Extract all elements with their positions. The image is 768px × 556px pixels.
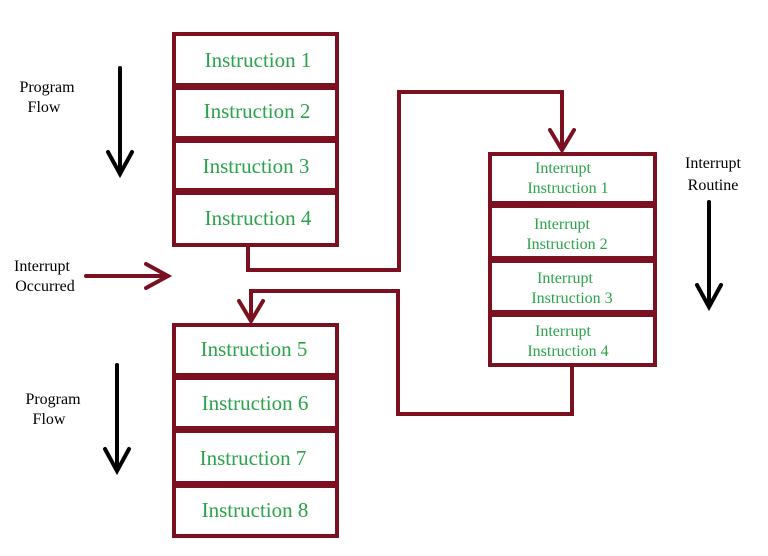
interrupt-routine-label: Interrupt Routine (685, 155, 742, 194)
interrupt-occurred-arrow (84, 262, 173, 290)
instruction-8: Instruction 8 (202, 498, 309, 522)
program-flow-bottom-label: Program Flow (25, 391, 81, 428)
interrupt-instruction-2-line-2: Instruction 2 (526, 236, 607, 253)
instruction-4: Instruction 4 (205, 206, 312, 230)
program-flow-top-arrow (106, 66, 134, 179)
return-from-interrupt-arrow (237, 289, 574, 416)
divider (174, 83, 337, 90)
divider (490, 310, 655, 317)
divider (490, 201, 655, 208)
interrupt-routine-arrow (695, 200, 723, 312)
interrupt-instruction-2-line-1: Interrupt (534, 216, 591, 233)
interrupt-instruction-3-line-1: Interrupt (537, 270, 594, 287)
main-block-bottom: Instruction 5 Instruction 6 Instruction … (172, 323, 339, 538)
interrupt-instruction-4-line-2: Instruction 4 (527, 343, 608, 360)
interrupt-block: Interrupt Instruction 1 Interrupt Instru… (488, 152, 657, 367)
divider (174, 188, 337, 195)
interrupt-instruction-3-line-2: Instruction 3 (531, 290, 612, 307)
divider (174, 136, 337, 143)
interrupt-instruction-4-line-1: Interrupt (535, 323, 592, 340)
interrupt-routine-line-1: Interrupt (685, 155, 742, 172)
instruction-7: Instruction 7 (200, 446, 307, 470)
interrupt-occurred-label: Interrupt Occurred (14, 258, 75, 295)
jump-to-interrupt-arrow (246, 90, 576, 272)
program-flow-top-line-2: Flow (28, 99, 61, 116)
interrupt-occurred-line-2: Occurred (15, 278, 75, 295)
interrupt-occurred-line-1: Interrupt (14, 258, 71, 275)
main-block-top: Instruction 1 Instruction 2 Instruction … (172, 32, 339, 247)
interrupt-instruction-1-line-1: Interrupt (535, 160, 592, 177)
instruction-3: Instruction 3 (203, 154, 310, 178)
divider (490, 256, 655, 263)
divider (174, 373, 337, 380)
instruction-2: Instruction 2 (204, 99, 311, 123)
program-flow-bottom-arrow (103, 363, 131, 476)
instruction-1: Instruction 1 (205, 48, 312, 72)
interrupt-instruction-1-line-2: Instruction 1 (527, 180, 608, 197)
program-flow-top-line-1: Program (19, 79, 75, 96)
program-flow-bottom-line-1: Program (25, 391, 81, 408)
program-flow-bottom-line-2: Flow (33, 411, 66, 428)
program-flow-top-label: Program Flow (19, 79, 75, 116)
instruction-6: Instruction 6 (202, 391, 309, 415)
instruction-5: Instruction 5 (201, 337, 308, 361)
interrupt-routine-line-2: Routine (688, 177, 739, 194)
divider (174, 426, 337, 433)
divider (174, 481, 337, 488)
